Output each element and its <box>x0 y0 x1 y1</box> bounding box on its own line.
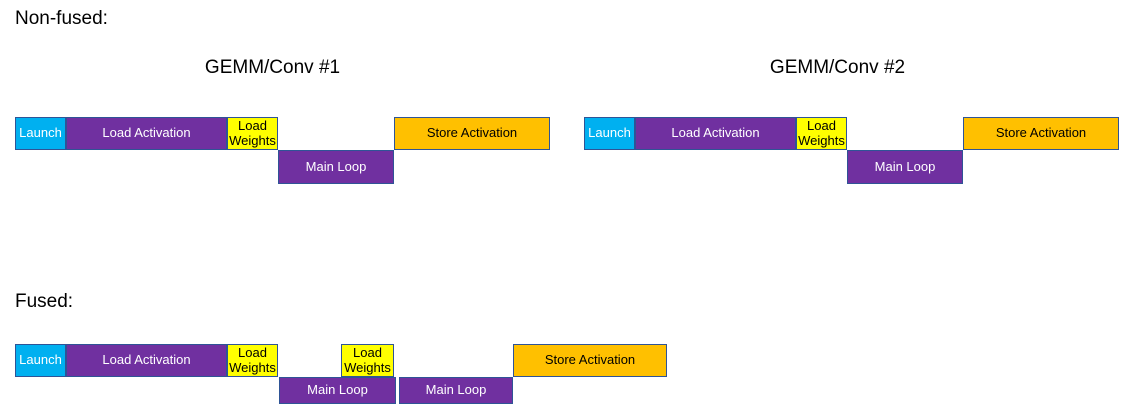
section-label-nonfused: Non-fused: <box>15 8 108 29</box>
fused-store-activation-block: Store Activation <box>513 344 667 377</box>
fused-load-weights-2-block: Load Weights <box>341 344 394 377</box>
fused-main-loop-1-block: Main Loop <box>279 377 396 404</box>
nonfused-gemm2-launch-block: Launch <box>584 117 635 150</box>
section-label-fused: Fused: <box>15 291 74 312</box>
nonfused-gemm1-store-activation-block: Store Activation <box>394 117 550 150</box>
nonfused-gemm1-main-loop-block: Main Loop <box>278 150 394 184</box>
nonfused-gemm2-main-loop-block: Main Loop <box>847 150 963 184</box>
nonfused-gemm1-load-activation-block: Load Activation <box>66 117 227 150</box>
group-title-gemm-conv-1: GEMM/Conv #1 <box>204 57 341 78</box>
nonfused-gemm2-store-activation-block: Store Activation <box>963 117 1119 150</box>
nonfused-gemm1-launch-block: Launch <box>15 117 66 150</box>
fused-launch-block: Launch <box>15 344 66 377</box>
group-title-gemm-conv-2: GEMM/Conv #2 <box>769 57 906 78</box>
fused-load-weights-1-block: Load Weights <box>227 344 278 377</box>
fused-load-activation-block: Load Activation <box>66 344 227 377</box>
nonfused-gemm2-load-activation-block: Load Activation <box>635 117 796 150</box>
fused-main-loop-2-block: Main Loop <box>399 377 513 404</box>
nonfused-gemm2-load-weights-block: Load Weights <box>796 117 847 150</box>
nonfused-gemm1-load-weights-block: Load Weights <box>227 117 278 150</box>
